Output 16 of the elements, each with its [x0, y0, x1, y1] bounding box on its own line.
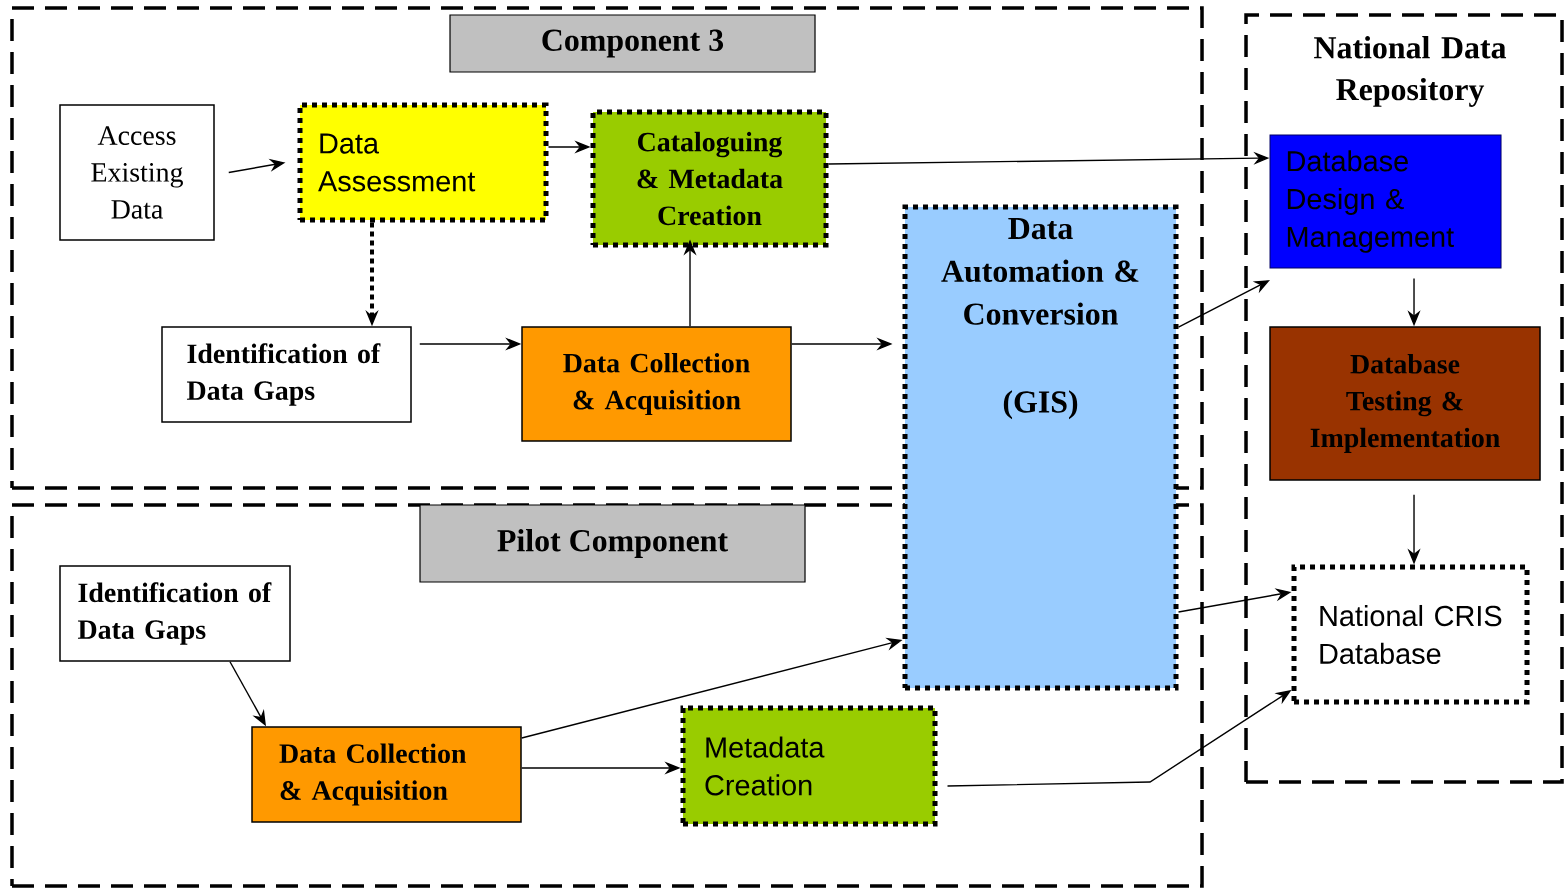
process-box: Data Automation & Conversion (GIS): [902, 204, 1179, 691]
heading-box: Pilot Component: [419, 504, 806, 583]
process-box: Data Collection & Acquisition: [521, 326, 792, 442]
process-box: Database Design & Management: [1269, 134, 1502, 269]
heading-box: Component 3: [449, 14, 816, 73]
process-box: Database Testing & Implementation: [1269, 326, 1541, 481]
process-box: National CRIS Database: [1291, 564, 1530, 705]
heading: National Data Repository: [1314, 36, 1507, 107]
process-box: Metadata Creation: [680, 705, 938, 827]
process-box: Cataloguing & Metadata Creation: [590, 109, 829, 248]
process-box: Data Collection & Acquisition: [251, 726, 522, 823]
process-box: Identification of Data Gaps: [59, 565, 291, 662]
process-box: Access Existing Data: [59, 104, 215, 241]
process-box: Data Assessment: [297, 102, 549, 223]
arrow: [1177, 280, 1270, 328]
process-box: Identification of Data Gaps: [161, 326, 412, 423]
